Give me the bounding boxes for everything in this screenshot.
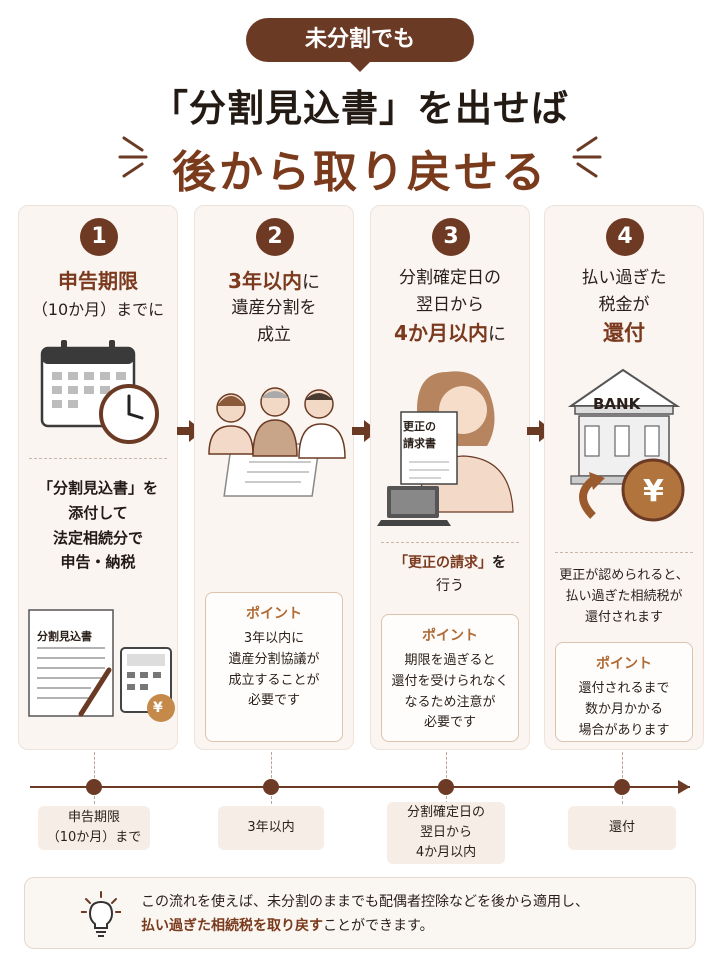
step-number: 1: [80, 218, 118, 256]
timeline-label-line: 還付: [608, 819, 635, 835]
pen-icon: [78, 667, 112, 717]
point-box: ポイント 還付されるまで 数か月かかる 場合があります: [555, 642, 693, 742]
timeline-dot: [438, 779, 454, 795]
step-card-3: 3 分割確定日の 翌日から 4か月以内に 更正の 請求書 「更正の請求」を 行う…: [370, 205, 530, 750]
calendar-icon: [40, 340, 159, 444]
timeline-label-line: 翌日から: [419, 824, 472, 840]
bank-icon: [567, 368, 685, 522]
desc-line: 行う: [436, 578, 464, 595]
desc-emphasis: 「更正の請求」: [394, 555, 492, 571]
document-calculator-icon: [28, 609, 175, 722]
footer-line-rest: ことができます。: [323, 917, 434, 934]
footer-highlight: 払い過ぎた相続税を取り戻す: [141, 917, 323, 934]
lightbulb-icon: [81, 891, 121, 937]
step-heading: 申告期限: [58, 269, 138, 293]
step-number: 3: [432, 218, 470, 256]
timeline-label-2: 3年以内: [218, 806, 324, 850]
yen-symbol: ¥: [153, 700, 163, 716]
desc-line: 更正が認められると、: [559, 568, 689, 583]
timeline-dot: [614, 779, 630, 795]
heading-emphasis: 4か月以内: [394, 321, 488, 345]
step-subheading: 翌日から: [416, 295, 484, 315]
step-heading: 払い過ぎた: [581, 268, 667, 288]
timeline-label-line: 3年以内: [247, 819, 295, 835]
point-line: 必要です: [423, 715, 476, 731]
timeline-label-line: 分割確定日の: [406, 804, 485, 820]
point-box: ポイント 3年以内に 遺産分割協議が 成立することが 必要です: [205, 592, 343, 742]
point-line: 還付されるまで: [578, 681, 670, 696]
family-icon: [208, 387, 346, 497]
point-line: 遺産分割協議が: [228, 651, 320, 667]
point-title: ポイント: [596, 656, 652, 672]
desc-line: 申告・納税: [60, 553, 136, 572]
point-line: なるため注意が: [404, 694, 496, 710]
yen-coin-icon: [621, 458, 685, 522]
timeline-dot: [263, 779, 279, 795]
point-title: ポイント: [246, 606, 302, 622]
step-card-1: 1 申告期限 （10か月）までに 「分割見込書」を 添付して 法定相続分で 申告…: [18, 205, 178, 750]
page-subtitle: 後から取り戻せる: [172, 147, 548, 198]
document-label-line: 請求書: [403, 437, 436, 451]
step-description: 「更正の請求」を 行う: [371, 552, 529, 598]
sparkle-right-icon: [572, 136, 602, 178]
step-description: 更正が認められると、 払い過ぎた相続税が 還付されます: [545, 566, 703, 628]
document-label-line: 更正の: [403, 420, 436, 433]
point-line: 成立することが: [228, 672, 320, 688]
timeline-label-line: 申告期限: [67, 809, 120, 825]
heading-rest: に: [487, 324, 506, 345]
point-line: 数か月かかる: [584, 701, 663, 717]
step-subheading: （10か月）までに: [31, 300, 165, 319]
bank-label: BANK: [593, 395, 641, 413]
step-subheading: 税金が: [598, 295, 650, 315]
desc-line: 「分割見込書」を: [37, 479, 158, 497]
timeline-label-line: （10か月）まで: [46, 830, 142, 845]
timeline-label-1: 申告期限 （10か月）まで: [38, 806, 150, 850]
step-description: 「分割見込書」を 添付して 法定相続分で 申告・納税: [19, 476, 177, 575]
header-badge: 未分割でも: [246, 18, 474, 72]
point-box: ポイント 期限を過ぎると 還付を受けられなく なるため注意が 必要です: [381, 614, 519, 742]
timeline-dot: [86, 779, 102, 795]
footer-line: この流れを使えば、未分割のままでも配偶者控除などを後から適用し、: [141, 894, 589, 910]
document-icon: [400, 411, 458, 485]
point-line: 場合があります: [578, 722, 670, 738]
desc-line: 還付されます: [584, 609, 663, 625]
step-heading: 3年以内に: [195, 266, 353, 296]
woman-document-icon: [377, 371, 514, 526]
point-line: 還付を受けられなく: [391, 673, 509, 689]
page-title: 「分割見込書」を出せば: [151, 87, 569, 130]
step-number: 4: [606, 218, 644, 256]
step-heading: 分割確定日の: [399, 268, 501, 288]
footer-note: この流れを使えば、未分割のままでも配偶者控除などを後から適用し、 払い過ぎた相続…: [24, 877, 696, 949]
step-subheading: 遺産分割を: [231, 298, 317, 318]
timeline-arrow-icon: [678, 780, 690, 794]
desc-line: 添付して: [68, 503, 128, 522]
timeline-label-line: 4か月以内: [415, 845, 477, 861]
point-line: 期限を過ぎると: [404, 653, 496, 668]
step-subheading-2: 成立: [257, 325, 291, 345]
timeline-label-3: 分割確定日の翌日から 4か月以内: [387, 802, 505, 864]
footer-text: この流れを使えば、未分割のままでも配偶者控除などを後から適用し、 払い過ぎた相続…: [141, 891, 589, 939]
laptop-icon: [377, 486, 451, 526]
document-label: 更正の 請求書: [403, 418, 436, 452]
desc-line: 法定相続分で: [52, 528, 143, 547]
timeline-line: [30, 786, 690, 788]
desc-line: 払い過ぎた相続税が: [565, 588, 683, 604]
yen-symbol: ¥: [643, 474, 664, 509]
step-subheading-2: 4か月以内に: [371, 318, 529, 348]
step-card-2: 2 3年以内に 遺産分割を 成立 ポイント 3年以内に 遺産分割協議が 成立する…: [194, 205, 354, 750]
heading-rest: に: [301, 272, 320, 293]
point-title: ポイント: [422, 628, 478, 644]
point-line: 必要です: [247, 693, 300, 709]
point-line: 3年以内に: [243, 631, 305, 646]
sparkle-left-icon: [118, 136, 148, 178]
desc-rest: を: [492, 555, 506, 571]
timeline-label-4: 還付: [568, 806, 676, 850]
step-number: 2: [256, 218, 294, 256]
heading-emphasis: 3年以内: [228, 269, 302, 293]
document-label: 分割見込書: [37, 630, 92, 643]
step-subheading-2: 還付: [603, 321, 645, 345]
step-card-4: 4 払い過ぎた 税金が 還付 BANK ¥ 更正が認められると、 払い過ぎた相続…: [544, 205, 704, 750]
